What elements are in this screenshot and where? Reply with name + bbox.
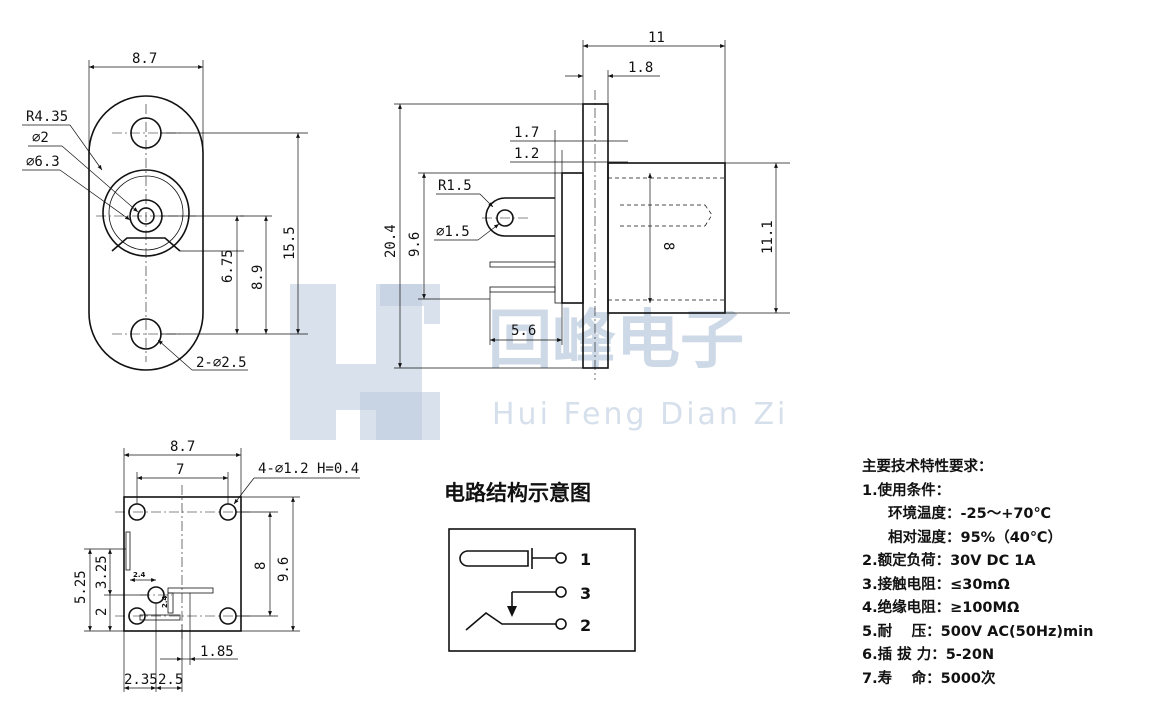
spec-list: 主要技术特性要求： 1.使用条件： 环境温度：-25～+70℃ 相对湿度：95%… — [862, 456, 1147, 691]
bottom-dim-2-4-a: 2.4 — [133, 571, 146, 579]
watermark-logo — [290, 284, 440, 440]
spec-item: 环境温度：-25～+70℃ — [888, 506, 1052, 522]
side-dim-1-2: 1.2 — [514, 146, 539, 162]
spec-item: 1.使用条件： — [862, 482, 951, 499]
front-dim-6-75: 6.75 — [220, 249, 236, 283]
bottom-dim-3-25: 3.25 — [94, 555, 110, 589]
bottom-dim-2: 2 — [94, 608, 110, 616]
front-hole-small-label: ⌀2 — [32, 130, 49, 146]
schematic: 电路结构示意图 1 3 2 — [444, 481, 636, 652]
side-dim-11: 11 — [648, 30, 665, 46]
side-dim-9-6: 9.6 — [407, 232, 423, 257]
side-hole-label: ⌀1.5 — [436, 224, 470, 240]
watermark-english: Hui Feng Dian Zi — [492, 397, 788, 432]
side-dim-11-1: 11.1 — [760, 220, 776, 254]
spec-item: 4.绝缘电阻：≥100MΩ — [862, 600, 1020, 616]
schematic-pin-2: 2 — [580, 616, 591, 635]
front-radius-label: R4.35 — [26, 109, 68, 125]
schematic-pin-1: 1 — [580, 550, 591, 569]
schematic-pin-3: 3 — [580, 584, 591, 603]
spec-item: 5.耐 压：500V AC(50Hz)min — [862, 623, 1094, 640]
front-view: 8.7 R4.35 ⌀2 ⌀6.3 6.75 8.9 15.5 2-⌀2.5 — [22, 51, 308, 371]
spec-item: 6.插 拔 力：5-20N — [862, 647, 995, 663]
schematic-title: 电路结构示意图 — [444, 481, 591, 505]
bottom-dim-2-35: 2.35 — [124, 672, 158, 688]
bottom-holes-label: 4-⌀1.2 H=0.4 — [258, 461, 359, 477]
front-dim-8-9: 8.9 — [250, 265, 266, 290]
bottom-dim-8: 8 — [253, 562, 269, 570]
bottom-view: 8.7 7 4-⌀1.2 H=0.4 8 9.6 5.25 3.25 2 2.4… — [73, 439, 360, 692]
side-view: 11 1.8 1.7 1.2 R1.5 ⌀1.5 20.4 9.6 8 — [383, 30, 790, 380]
front-hole-large-label: ⌀6.3 — [26, 154, 60, 170]
spec-item: 7.寿 命：5000次 — [862, 670, 996, 687]
front-mount-holes-label: 2-⌀2.5 — [196, 355, 247, 371]
front-width-label: 8.7 — [132, 51, 157, 67]
bottom-dim-5-25: 5.25 — [73, 570, 89, 604]
bottom-dim-1-85: 1.85 — [200, 644, 234, 660]
front-dim-15-5: 15.5 — [282, 226, 298, 260]
side-dim-8: 8 — [660, 242, 676, 250]
spec-item: 2.额定负荷：30V DC 1A — [862, 553, 1036, 569]
watermark-chinese: 回峰电子 — [488, 304, 744, 378]
watermark: 回峰电子 Hui Feng Dian Zi — [290, 284, 788, 440]
bottom-dim-2-5: 2.5 — [158, 672, 183, 688]
side-dim-5-6: 5.6 — [511, 323, 536, 339]
bottom-dim-7: 7 — [176, 462, 184, 478]
bottom-dim-2-4-b: 2.4 — [161, 595, 169, 608]
side-dim-1-8: 1.8 — [628, 60, 653, 76]
bottom-dim-9-6: 9.6 — [276, 557, 292, 582]
side-dim-1-7: 1.7 — [514, 125, 539, 141]
spec-item: 相对湿度：95%（40℃） — [888, 529, 1062, 546]
bottom-width-dim: 8.7 — [170, 439, 195, 455]
side-radius-label: R1.5 — [438, 178, 472, 194]
spec-heading: 主要技术特性要求： — [862, 459, 993, 475]
spec-item: 3.接触电阻：≤30mΩ — [862, 576, 1010, 593]
side-dim-20-4: 20.4 — [383, 224, 399, 258]
